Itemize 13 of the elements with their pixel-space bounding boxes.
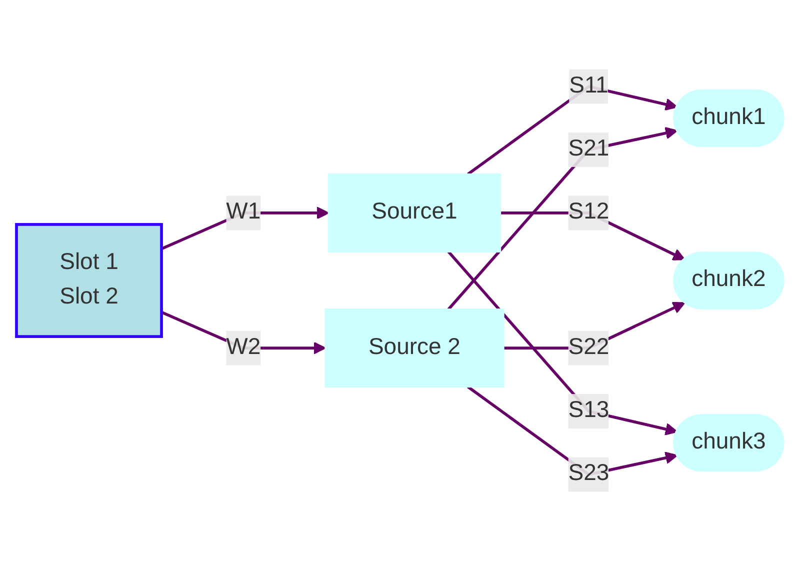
node-box: Source 2 xyxy=(324,308,504,388)
node-box: Source1 xyxy=(328,173,502,252)
edge-label: S13 xyxy=(568,398,610,423)
edge-label: W1 xyxy=(226,200,261,224)
edge-label: S23 xyxy=(568,462,610,486)
edge-label: W2 xyxy=(226,335,261,360)
edge-label: S11 xyxy=(569,74,608,98)
edge-label: S21 xyxy=(568,136,610,162)
node-box: Slot 1 Slot 2 xyxy=(15,223,163,338)
edge-label: S22 xyxy=(568,335,610,360)
arrow xyxy=(447,250,678,436)
edge-label: S12 xyxy=(568,200,610,224)
arrow xyxy=(447,126,678,310)
